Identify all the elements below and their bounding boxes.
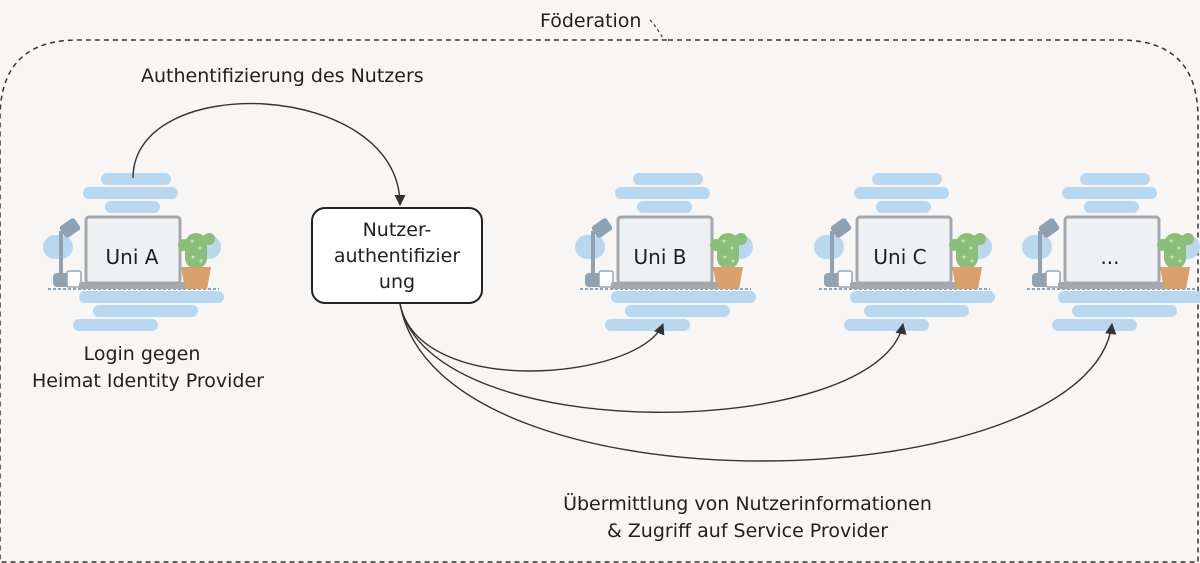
transfer-label-line-2: & Zugriff auf Service Provider <box>606 520 889 542</box>
user-authentication-box: Nutzer- authentifizier ung <box>311 207 483 304</box>
transfer-arrow-more <box>399 303 1117 462</box>
node-label-uni-a: Uni A <box>105 245 159 269</box>
auth-arrow <box>132 102 406 207</box>
login-label-line-1: Login gegen <box>83 343 201 365</box>
federation-label-pointer <box>649 19 665 41</box>
auth-box-line-2: authentifizier <box>333 244 461 267</box>
transfer-label-line-1: Übermittlung von Nutzerinformationen <box>563 493 932 515</box>
transfer-arrow-uni-b <box>399 303 665 372</box>
login-label: Login gegen Heimat Identity Provider <box>32 341 264 395</box>
login-label-line-2: Heimat Identity Provider <box>32 370 264 392</box>
federation-label: Föderation <box>540 10 642 32</box>
authentication-label: Authentifizierung des Nutzers <box>141 65 424 87</box>
auth-box-line-1: Nutzer- <box>362 218 432 241</box>
transfer-arrow-uni-c <box>399 303 907 413</box>
node-label-more: ... <box>1100 245 1120 269</box>
node-label-uni-b: Uni B <box>633 245 687 269</box>
federation-boundary <box>0 39 1199 563</box>
auth-box-line-3: ung <box>378 270 416 293</box>
transfer-label: Übermittlung von Nutzerinformationen & Z… <box>545 491 950 545</box>
node-label-uni-c: Uni C <box>873 245 927 269</box>
